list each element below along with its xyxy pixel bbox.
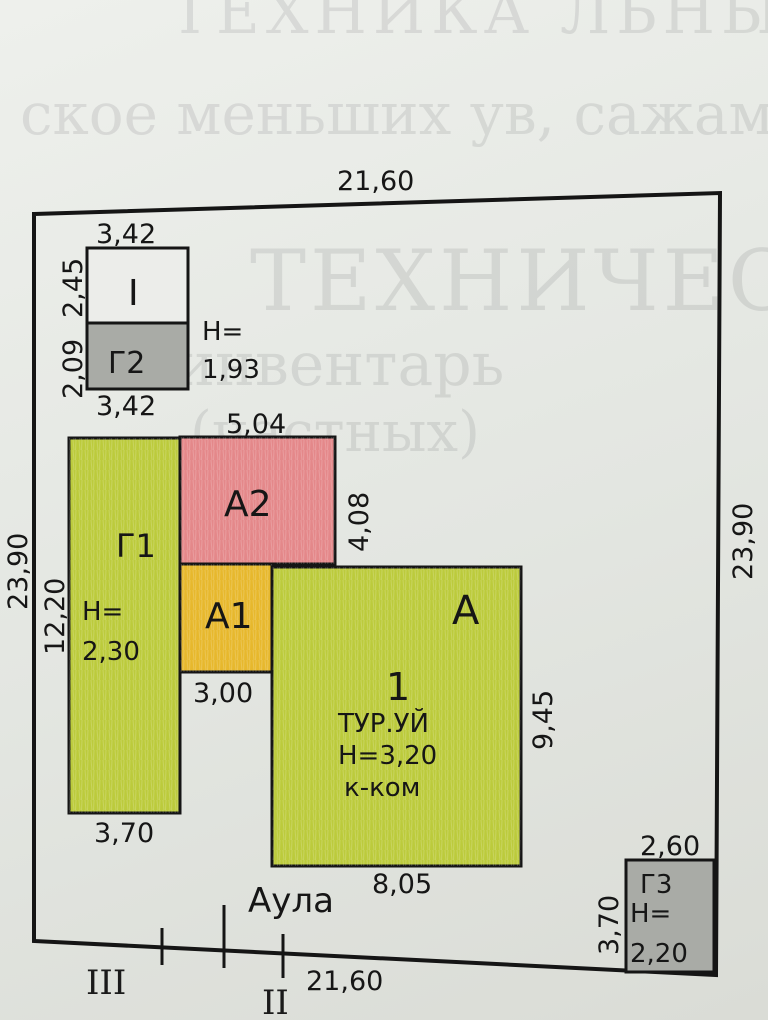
watermark-line-2: ское меньших ув, сажам — [20, 80, 768, 148]
building-i-width: 3,42 — [96, 219, 156, 250]
watermark-line-4: инвентарь — [175, 330, 505, 400]
building-g1-label: Г1 — [116, 527, 156, 565]
building-g3-width: 2,60 — [640, 831, 700, 862]
building-g3-height: 3,70 — [594, 895, 625, 955]
watermark-line-3: ТЕХНИЧЕСКИЙ — [250, 232, 768, 330]
building-a-width: 8,05 — [372, 869, 432, 900]
plot-left-length: 23,90 — [3, 533, 34, 610]
building-a2-texture — [180, 437, 335, 564]
building-a-material: ТУР.УЙ — [337, 707, 429, 739]
building-g1-width: 3,70 — [94, 818, 154, 849]
building-g1-texture — [69, 438, 180, 813]
building-a2-height: 4,08 — [344, 492, 375, 552]
building-a2-width: 5,04 — [226, 409, 286, 440]
building-g3-h-label: Н= — [630, 899, 671, 929]
building-g1-length: 12,20 — [40, 578, 71, 655]
plot-bottom-length: 21,60 — [306, 966, 383, 997]
plot-right-length: 23,90 — [728, 503, 759, 580]
building-g2-width: 3,42 — [96, 391, 156, 422]
building-a2-label: А2 — [224, 484, 272, 525]
building-a-height: 9,45 — [528, 690, 559, 750]
building-g2-label: Г2 — [108, 346, 145, 381]
building-a-number: 1 — [386, 665, 410, 709]
building-g3-label: Г3 — [640, 870, 672, 900]
building-g2-height: 2,09 — [58, 339, 89, 399]
building-a1-texture — [180, 564, 273, 672]
building-a1-width: 3,00 — [193, 678, 253, 709]
building-a-label: А — [452, 588, 480, 634]
building-a-rooms: к-ком — [344, 773, 420, 803]
watermark-line-1: ТЕХНИКА ЛЬНЫЙ ПА — [170, 0, 768, 48]
building-g3 — [624, 858, 716, 974]
plot-boundary — [32, 190, 723, 978]
marker-ii: II — [262, 983, 289, 1020]
building-i-label: I — [128, 273, 139, 314]
building-g1-h-value: 2,30 — [82, 637, 140, 667]
marker-iii: III — [86, 963, 126, 1003]
plot-top-length: 21,60 — [337, 166, 414, 197]
building-a-texture — [272, 567, 521, 866]
building-g1-h-label: Н= — [82, 597, 123, 627]
building-i-height: 2,45 — [58, 258, 89, 318]
building-g3-h-value: 2,20 — [630, 939, 688, 969]
building-g2 — [85, 321, 190, 391]
building-a1-label: А1 — [205, 596, 253, 637]
building-g2-h-label: Н= — [202, 317, 243, 347]
street-name: Аула — [248, 881, 334, 921]
building-g2-h-value: 1,93 — [202, 355, 260, 385]
building-a-h-text: Н=3,20 — [338, 741, 437, 771]
